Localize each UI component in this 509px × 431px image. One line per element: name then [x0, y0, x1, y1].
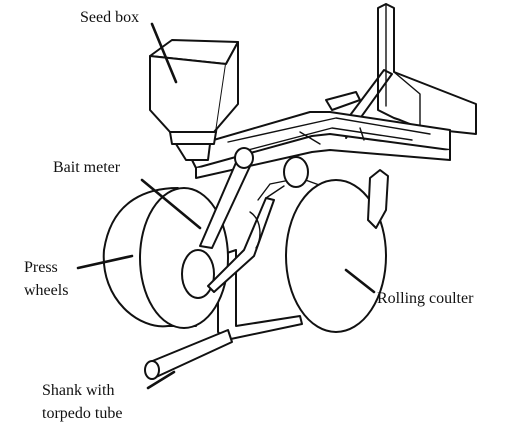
- label-bait-meter: Bait meter: [53, 159, 121, 176]
- label-rolling-coulter: Rolling coulter: [377, 290, 474, 307]
- bait-meter-leader: [140, 178, 202, 230]
- label-seed-box: Seed box: [80, 9, 140, 26]
- press-wheels: [102, 187, 229, 329]
- label-shank-line2: torpedo tube: [42, 405, 123, 422]
- seed-box-leader: [150, 22, 178, 84]
- torpedo-tube: [144, 329, 233, 380]
- hitch-mast: [325, 3, 477, 139]
- rolling-coulter-leader: [344, 268, 376, 294]
- label-press-wheels-line1: Press: [24, 259, 58, 276]
- press-wheels-leader: [76, 254, 134, 270]
- shank-leader: [146, 370, 176, 390]
- label-press-wheels-line2: wheels: [24, 282, 69, 299]
- seed-box-hopper: [149, 39, 239, 161]
- coulter-bracket: [367, 169, 389, 229]
- rolling-coulter-wheel: [257, 177, 387, 333]
- main-frame: [185, 111, 451, 179]
- label-shank-line1: Shank with: [42, 382, 115, 399]
- bait-meter-linkage: [199, 147, 309, 293]
